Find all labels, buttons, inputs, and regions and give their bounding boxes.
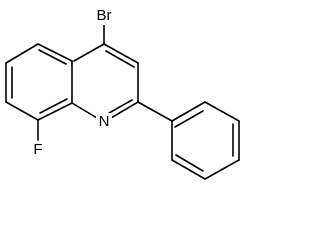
bond-c4-c4a (73, 43, 105, 62)
bond-c8-c8a (37, 102, 73, 121)
bond-c4a-c5-inner (38, 49, 67, 65)
bond-c8-c8a-inner (39, 98, 68, 114)
bond-c2-n1 (110, 101, 139, 119)
bromine-label-background (92, 7, 116, 25)
bond-c4a-c5 (37, 43, 73, 62)
atom-labels: Br N F (31, 7, 116, 159)
nitrogen-label-background (96, 113, 112, 131)
bromine-label: Br (97, 7, 112, 24)
bond-n1-c8a (71, 102, 98, 119)
bond-c4-c3-inner (105, 50, 135, 68)
bond-c2-phenyl (137, 101, 173, 122)
bond-ph-c2-c3 (204, 101, 240, 122)
bond-c4-c3 (103, 43, 139, 64)
bond-c2-n1-inner (108, 99, 133, 114)
bond-ph-c5-c6 (171, 159, 206, 180)
nitrogen-label: N (99, 113, 110, 130)
chemical-structure-diagram: Br N F (5, 7, 240, 180)
bond-ph-c5-c6-inner (175, 154, 204, 172)
bond-c7-c8 (5, 101, 39, 121)
bond-ph-c1-c2 (171, 101, 206, 122)
bonds (5, 23, 240, 180)
bond-ph-c4-c5 (204, 159, 240, 180)
fluorine-label: F (33, 141, 42, 158)
fluorine-label-background (31, 141, 45, 159)
bond-ph-c1-c2-inner (174, 110, 204, 128)
bond-c5-c6 (5, 43, 39, 64)
